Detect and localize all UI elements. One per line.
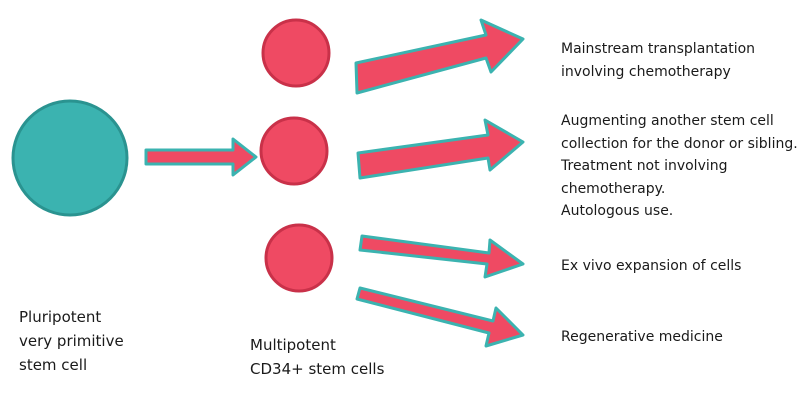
multipotent-cell-1 (261, 18, 331, 88)
outcome-transplantation: Mainstream transplantation involving che… (561, 38, 755, 83)
outcome-line: collection for the donor or sibling. (561, 135, 798, 152)
outcome-line: chemotherapy. (561, 180, 666, 197)
outcome-ex-vivo: Ex vivo expansion of cells (561, 255, 741, 278)
arrow-to-regenerative (355, 286, 525, 348)
multipotent-label: Multipotent CD34+ stem cells (250, 333, 384, 381)
multipotent-cell-3 (264, 223, 334, 293)
arrow-to-transplantation (354, 18, 525, 95)
multipotent-cell-2 (259, 116, 329, 186)
outcome-augmenting: Augmenting another stem cell collection … (561, 110, 798, 223)
arrow-to-multipotent (144, 137, 258, 177)
pluripotent-label-line: Pluripotent (19, 308, 102, 326)
outcome-line: involving chemotherapy (561, 63, 731, 80)
multipotent-label-line: Multipotent (250, 336, 336, 354)
outcome-line: Ex vivo expansion of cells (561, 258, 742, 274)
arrow-to-ex-vivo (358, 234, 525, 279)
outcome-line: Regenerative medicine (561, 329, 723, 345)
outcome-line: Autologous use. (561, 203, 674, 219)
outcome-regenerative: Regenerative medicine (561, 326, 723, 349)
pluripotent-cell (11, 99, 129, 217)
pluripotent-label-line: stem cell (19, 356, 88, 374)
arrow-to-augmenting (356, 118, 525, 180)
pluripotent-label: Pluripotent very primitive stem cell (19, 305, 124, 377)
outcome-line: Mainstream transplantation (561, 41, 756, 57)
outcome-line: Augmenting another stem cell (561, 113, 774, 129)
multipotent-label-line: CD34+ stem cells (250, 360, 385, 378)
pluripotent-label-line: very primitive (19, 332, 124, 350)
outcome-line: Treatment not involving (561, 158, 728, 174)
